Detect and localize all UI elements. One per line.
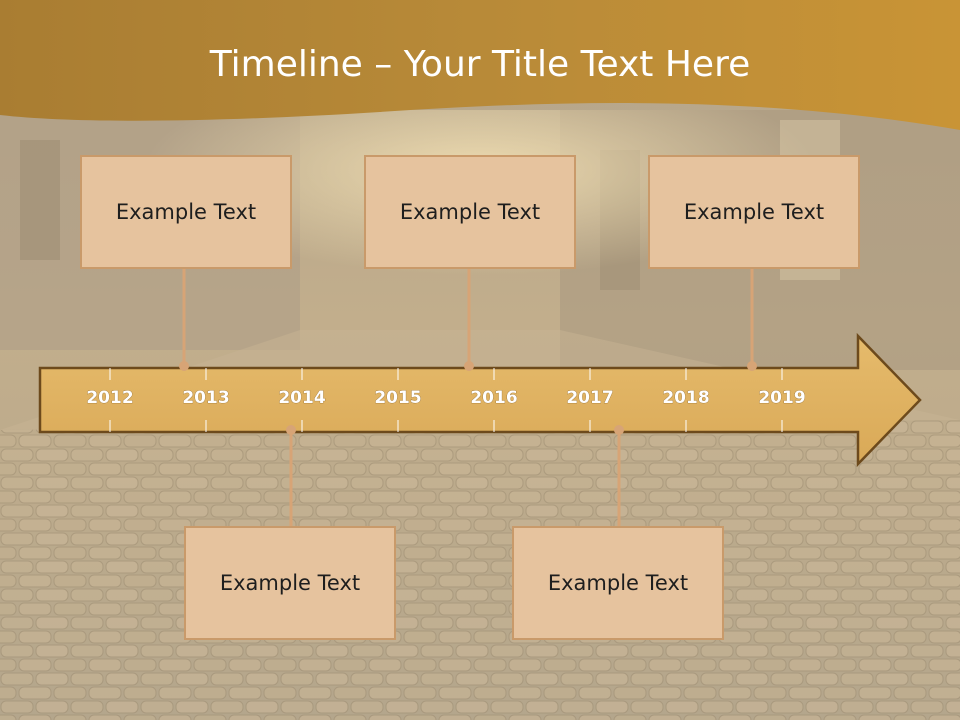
year-label-2014: 2014 <box>278 388 325 408</box>
event-box-bottom-1: Example Text <box>184 526 396 640</box>
year-label-2012: 2012 <box>86 388 133 408</box>
slide-title: Timeline – Your Title Text Here <box>209 44 751 85</box>
connector-bottom-2-dot <box>614 425 624 435</box>
event-box-bottom-2: Example Text <box>512 526 724 640</box>
year-label-2015: 2015 <box>374 388 421 408</box>
year-label-2016: 2016 <box>470 388 517 408</box>
event-box-top-2: Example Text <box>364 155 576 269</box>
year-labels: 2012 2013 2014 2015 2016 2017 2018 2019 <box>86 388 806 409</box>
connector-top-2-dot <box>464 361 474 371</box>
year-label-2019: 2019 <box>758 388 805 408</box>
connector-bottom-1-dot <box>286 425 296 435</box>
timeline-arrow <box>38 332 922 468</box>
event-connectors <box>179 268 757 527</box>
year-ticks <box>109 368 783 432</box>
year-label-2013: 2013 <box>182 388 229 408</box>
year-label-2018: 2018 <box>662 388 709 408</box>
event-box-top-1: Example Text <box>80 155 292 269</box>
connector-top-1-dot <box>179 361 189 371</box>
event-box-top-3: Example Text <box>648 155 860 269</box>
year-label-2017: 2017 <box>566 388 613 408</box>
connector-top-3-dot <box>747 361 757 371</box>
